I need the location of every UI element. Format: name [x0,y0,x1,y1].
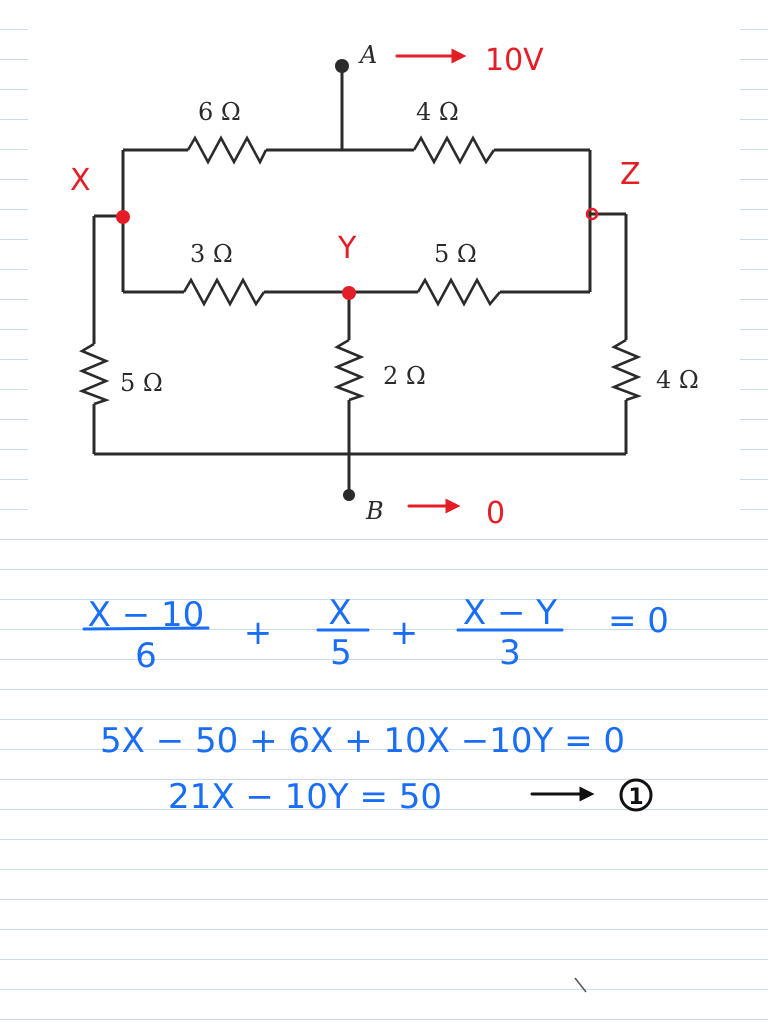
equation-tag-circle [619,778,653,812]
resistor-left-vertical [78,342,110,406]
resistor-top-right [412,135,496,165]
label-center-vertical: 2 Ω [383,362,426,390]
annotation-a-value: 10V [485,43,544,78]
plus-2: + [390,613,419,653]
annotation-b-value: 0 [486,496,505,531]
fraction3-numerator: X − Y [463,593,557,633]
label-mid-left: 3 Ω [190,240,233,268]
node-z-dot [585,207,599,221]
resistors [78,135,642,406]
label-mid-right: 5 Ω [434,240,477,268]
terminal-b-label: B [365,497,384,525]
label-top-right: 4 Ω [416,98,459,126]
label-left-vertical: 5 Ω [120,369,163,397]
resistor-mid-left [182,277,266,307]
circuit-diagram-panel [28,22,740,537]
node-y-dot [342,286,356,300]
circuit-wires [92,66,628,494]
node-x-dot [116,210,130,224]
nodal-equation-1: X − 10 6 + X 5 + X − Y 3 = 0 [82,593,669,676]
resistor-top-left [186,135,268,165]
label-right-vertical: 4 Ω [656,366,699,394]
equation-tag-number: 1 [628,785,643,810]
node-x-label: X [70,163,91,198]
plus-1: + [244,613,273,653]
equation-simplified: 21X − 10Y = 50 [168,777,442,817]
equation1-rhs: = 0 [608,601,669,641]
fraction1-bar [82,626,210,631]
resistor-center-vertical [333,338,365,402]
node-z-label: Z [620,157,641,192]
fraction3-denominator: 3 [499,633,521,673]
fraction1-denominator: 6 [135,636,157,676]
terminal-a-label: A [358,41,377,69]
resistor-mid-right [416,277,501,307]
terminal-a-dot [335,59,349,73]
fraction2-numerator: X [328,593,351,633]
label-top-left: 6 Ω [198,98,241,126]
equation-expanded: 5X − 50 + 6X + 10X −10Y = 0 [100,721,625,761]
fraction2-denominator: 5 [330,633,352,673]
terminal-b-dot [343,489,355,501]
node-y-label: Y [337,231,357,266]
stray-pen-mark [574,977,587,993]
resistor-right-vertical [610,338,642,402]
